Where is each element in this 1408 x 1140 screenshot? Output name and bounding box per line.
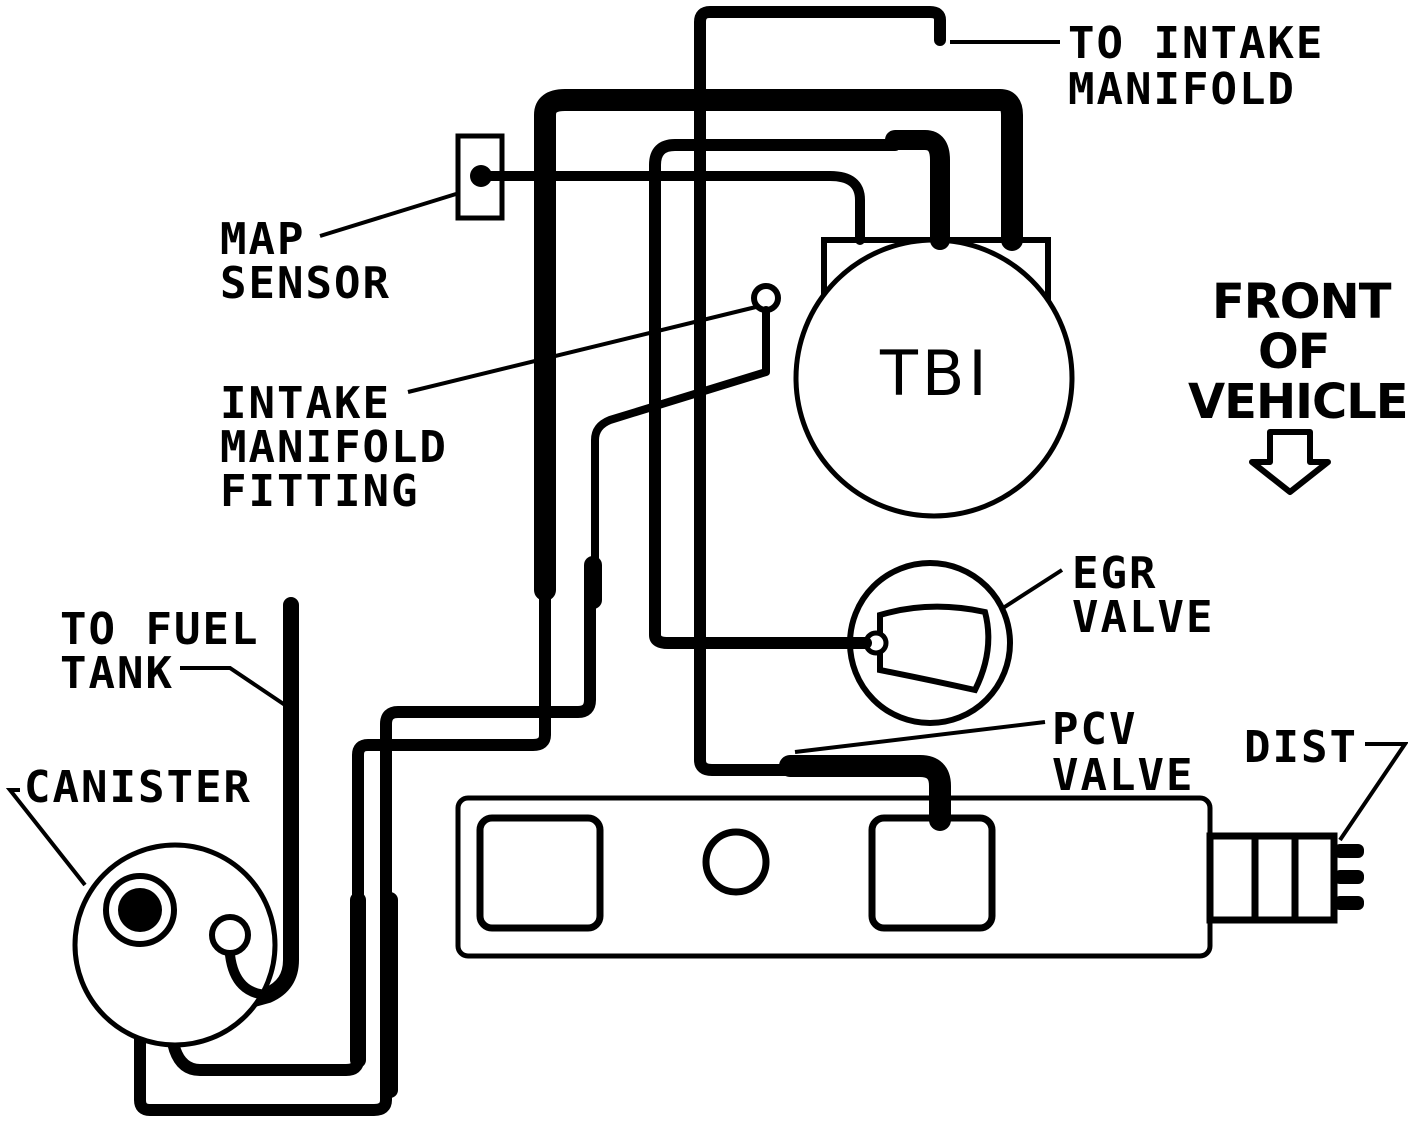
label-front-line2: OF [1258, 324, 1330, 380]
label-egr-line1: EGR [1072, 548, 1157, 599]
label-pcv-line2: VALVE [1052, 750, 1194, 801]
label-to-intake-manifold-line2: MANIFOLD [1068, 64, 1296, 115]
label-canister: CANISTER [24, 762, 252, 813]
distributor [1206, 832, 1364, 924]
egr-valve [847, 560, 1013, 726]
front-arrow-icon [1249, 429, 1331, 495]
label-tbi: TBI [879, 337, 991, 410]
label-dist: DIST [1244, 722, 1358, 773]
label-map-sensor-line2: SENSOR [220, 258, 391, 309]
label-to-fuel-tank-line2: TANK [60, 648, 174, 699]
engine-block [455, 795, 1213, 959]
label-intake-fitting-line3: FITTING [220, 466, 419, 517]
hoses [134, 6, 1023, 1116]
label-pcv-line1: PCV [1052, 704, 1137, 755]
label-egr-line2: VALVE [1072, 592, 1214, 643]
labels: TO INTAKE MANIFOLD MAP SENSOR INTAKE MAN… [24, 18, 1408, 813]
label-to-fuel-tank-line1: TO FUEL [60, 604, 259, 655]
label-map-sensor-line1: MAP [220, 214, 305, 265]
label-front-line1: FRONT [1212, 274, 1392, 330]
canister [72, 842, 278, 1048]
label-intake-fitting-line1: INTAKE [220, 378, 391, 429]
label-to-intake-manifold-line1: TO INTAKE [1068, 18, 1324, 69]
label-intake-fitting-line2: MANIFOLD [220, 422, 448, 473]
label-front-line3: VEHICLE [1188, 374, 1408, 430]
leader-lines [5, 40, 1408, 887]
